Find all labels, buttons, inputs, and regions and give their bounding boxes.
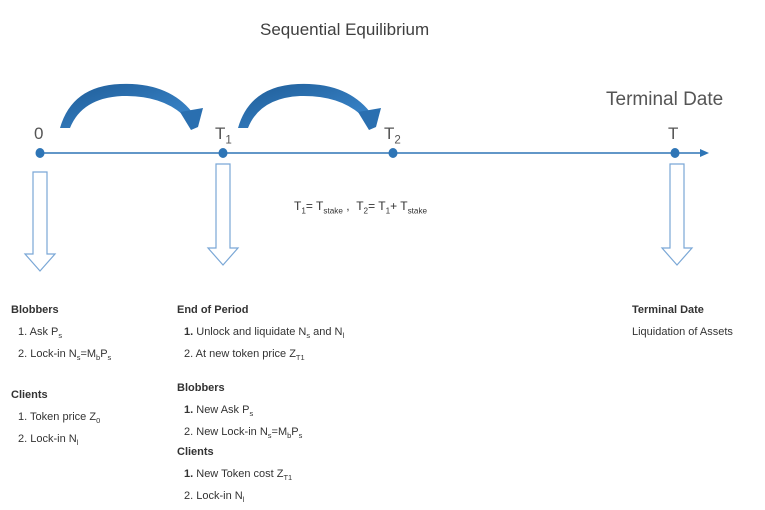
col1-blobbers-item-1: 1. New Ask Ps (184, 404, 254, 419)
tick-label-0: 0 (34, 124, 44, 143)
terminal-date-label: Terminal Date (606, 89, 724, 110)
col1-clients-item-1: 1. New Token cost ZT1 (184, 468, 293, 483)
col0-blobbers-item-2: 2. Lock-in Ns=MbPs (18, 348, 112, 363)
curved-arrow-t1-to-t2 (238, 83, 381, 130)
tick-label-t2: T2 (384, 124, 401, 147)
col3-liquidation-text: Liquidation of Assets (632, 326, 733, 338)
down-arrow-t1 (206, 163, 240, 266)
col1-heading-end-of-period: End of Period (177, 304, 249, 316)
col3-heading-terminal-date: Terminal Date (632, 304, 704, 316)
col0-heading-blobbers: Blobbers (11, 304, 59, 316)
tick-dot-t1 (218, 148, 228, 158)
col0-clients-item-1: 1. Token price Z0 (18, 411, 101, 426)
tick-dot-t2 (388, 148, 398, 158)
col1-clients-item-2: 2. Lock-in Nl (184, 490, 245, 505)
tick-dot-0 (35, 148, 45, 158)
col0-clients-item-2: 2. Lock-in Nl (18, 433, 79, 448)
down-arrow-0 (23, 171, 57, 272)
tick-dot-t (670, 148, 680, 158)
timeline-arrowhead (700, 149, 709, 157)
col1-heading-clients: Clients (177, 446, 214, 458)
col1-period-item-2: 2. At new token price ZT1 (184, 348, 305, 363)
col0-blobbers-item-1: 1. Ask Ps (18, 326, 63, 341)
col1-period-item-1: 1. Unlock and liquidate Ns and Nl (184, 326, 345, 341)
period-formula: T1= Tstake , T2= T1+ Tstake (294, 199, 428, 216)
col1-heading-blobbers: Blobbers (177, 382, 225, 394)
down-arrow-t (660, 163, 694, 266)
tick-label-t: T (668, 124, 679, 143)
diagram-title: Sequential Equilibrium (260, 20, 430, 39)
tick-label-t1: T1 (215, 124, 232, 147)
col0-heading-clients: Clients (11, 389, 48, 401)
col1-blobbers-item-2: 2. New Lock-in Ns=MbPs (184, 426, 303, 441)
curved-arrow-0-to-t1 (60, 83, 203, 130)
